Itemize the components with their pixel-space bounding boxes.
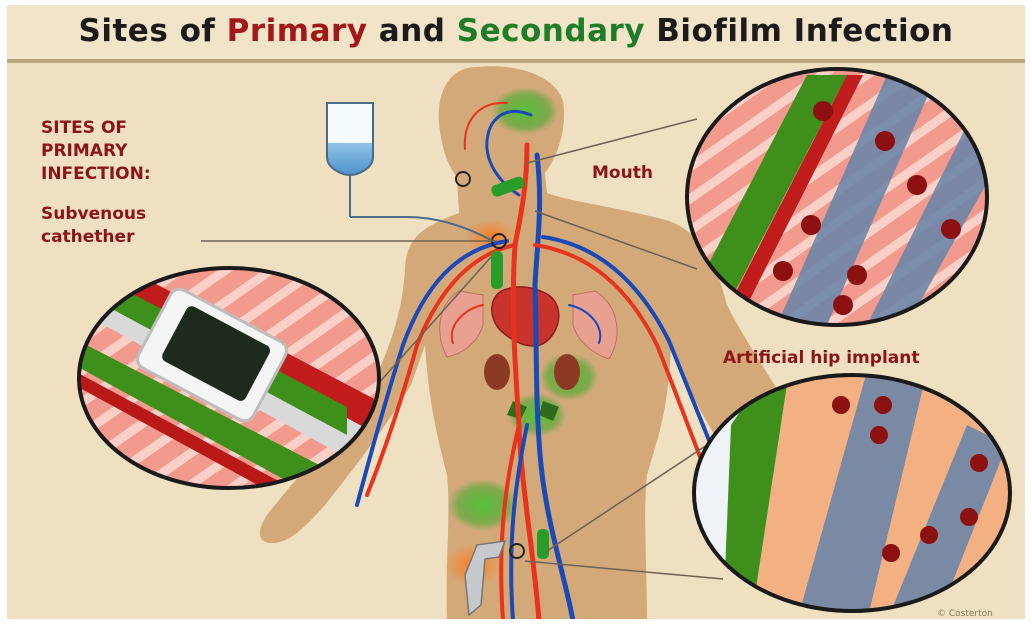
illustration-credit: © Costerton <box>937 609 993 619</box>
title-primary-word: Primary <box>227 13 368 49</box>
title-secondary-word: Secondary <box>457 13 645 49</box>
diagram-title: Sites of Primary and Secondary Biofilm I… <box>7 5 1025 49</box>
label-sites-of-primary-infection: SITES OF PRIMARY INFECTION: <box>41 117 211 186</box>
left-kidney <box>484 354 510 390</box>
label-subvenous-catheter: Subvenous cathether <box>41 203 201 249</box>
groin-catheter <box>537 529 549 559</box>
chest-catheter <box>491 251 503 289</box>
title-bar: Sites of Primary and Secondary Biofilm I… <box>7 5 1025 63</box>
label-artificial-hip-implant: Artificial hip implant <box>723 347 919 370</box>
brain-infection-glow <box>491 87 559 135</box>
right-kidney <box>554 354 580 390</box>
diagram-frame: Sites of Primary and Secondary Biofilm I… <box>6 4 1026 620</box>
mouth-closeup <box>677 65 997 335</box>
label-mouth: Mouth <box>592 162 653 185</box>
catheter-closeup <box>67 237 397 561</box>
neck-glow <box>465 219 517 255</box>
